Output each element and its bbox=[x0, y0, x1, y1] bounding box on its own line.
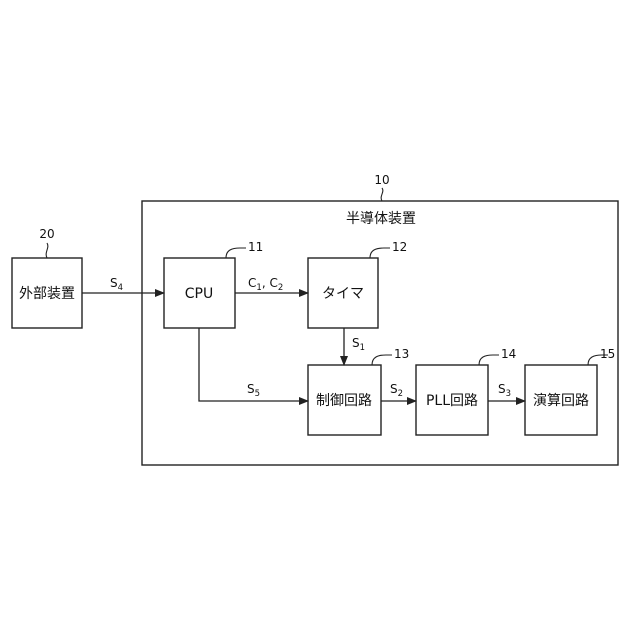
ref-leader-20 bbox=[46, 243, 48, 258]
cpu-label: CPU bbox=[185, 286, 213, 302]
ref-number-10: 10 bbox=[374, 173, 389, 187]
ref-number-20: 20 bbox=[39, 227, 54, 241]
pll-circuit-label: PLL回路 bbox=[426, 393, 478, 409]
ref-leader-10 bbox=[381, 188, 383, 201]
ref-number-11: 11 bbox=[248, 240, 263, 254]
semiconductor-device-label: 半導体装置 bbox=[346, 211, 416, 227]
ref-number-15: 15 bbox=[600, 347, 615, 361]
ref-number-12: 12 bbox=[392, 240, 407, 254]
arithmetic-circuit-label: 演算回路 bbox=[533, 393, 589, 409]
external-device-label: 外部装置 bbox=[19, 286, 75, 302]
ref-number-13: 13 bbox=[394, 347, 409, 361]
timer-label: タイマ bbox=[322, 286, 364, 302]
ref-number-14: 14 bbox=[501, 347, 516, 361]
signal-s4-label: S4 bbox=[110, 276, 123, 293]
control-circuit-label: 制御回路 bbox=[316, 393, 372, 409]
